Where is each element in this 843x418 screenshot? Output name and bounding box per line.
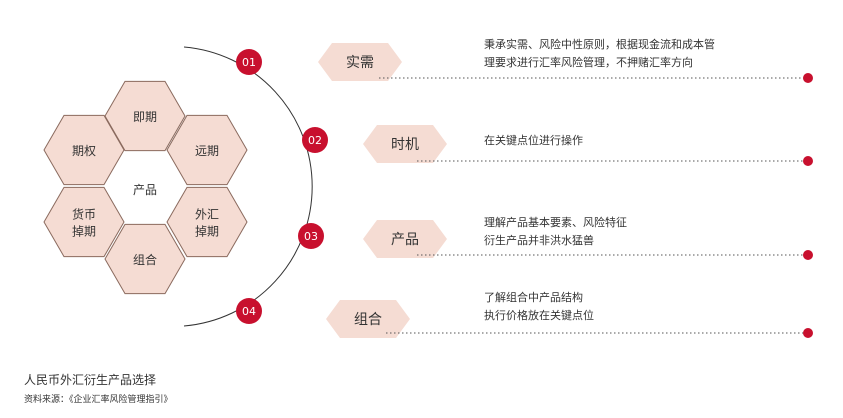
- hexagon-shape: [43, 114, 125, 186]
- hexagon-6: 期权: [43, 114, 125, 186]
- step-end-dot: [803, 156, 813, 166]
- source-note: 资料来源：《企业汇率风险管理指引》: [24, 395, 173, 405]
- step-description-line: 执行价格放在关键点位: [484, 308, 594, 322]
- hexagon-shape: [104, 80, 186, 152]
- step-01: 01 实需 秉承实需、风险中性原则，根据现金流和成本管理要求进行汇率风险管理，不押赌…: [236, 37, 813, 83]
- step-02: 02 时机 在关键点位进行操作: [302, 125, 813, 166]
- step-title: 实需: [346, 55, 374, 71]
- step-description-line: 秉承实需、风险中性原则，根据现金流和成本管: [484, 37, 715, 51]
- step-description-line: 理要求进行汇率风险管理，不押赌汇率方向: [484, 55, 693, 69]
- step-number-badge: [302, 127, 328, 153]
- step-number: 03: [304, 230, 318, 243]
- step-title: 产品: [391, 232, 419, 248]
- hexagon-label: 掉期: [72, 225, 96, 239]
- figure-caption: 人民币外汇衍生产品选择: [24, 373, 157, 387]
- step-title-tag: [318, 43, 402, 81]
- hexagon-shape: [43, 186, 125, 258]
- hexagon-shape: [166, 114, 248, 186]
- step-number-badge: [298, 223, 324, 249]
- step-description-line: 衍生产品并非洪水猛兽: [484, 233, 594, 247]
- hexagon-label: 货币: [72, 207, 96, 222]
- step-description-line: 在关键点位进行操作: [484, 133, 583, 147]
- hexagon-label: 期权: [72, 144, 96, 158]
- step-description-line: 理解产品基本要素、风险特征: [484, 215, 627, 229]
- step-number: 01: [242, 56, 256, 69]
- hexagon-4: 组合: [104, 223, 186, 295]
- hexagon-shape: [166, 186, 248, 258]
- step-number: 02: [308, 134, 322, 147]
- hexagon-label: 组合: [133, 252, 157, 267]
- step-description-line: 了解组合中产品结构: [484, 290, 583, 304]
- step-title-tag: [363, 125, 447, 163]
- step-number-badge: [236, 49, 262, 75]
- arc: [183, 46, 313, 327]
- hexagon-1: 即期: [104, 80, 186, 152]
- step-number-badge: [236, 298, 262, 324]
- hexagon-label: 即期: [133, 110, 157, 124]
- step-end-dot: [803, 250, 813, 260]
- step-title-tag: [363, 220, 447, 258]
- hexagon-2: 远期: [166, 114, 248, 186]
- hexagon-shape: [104, 223, 186, 295]
- step-end-dot: [803, 73, 813, 83]
- step-end-dot: [803, 328, 813, 338]
- center-label: 产品: [133, 183, 158, 197]
- step-number: 04: [242, 305, 256, 318]
- hexagon-label: 掉期: [195, 225, 219, 239]
- hexagon-label: 外汇: [195, 208, 219, 222]
- step-title-tag: [326, 300, 410, 338]
- hexagon-label: 远期: [195, 144, 219, 158]
- step-title: 时机: [391, 137, 419, 153]
- step-title: 组合: [354, 312, 382, 328]
